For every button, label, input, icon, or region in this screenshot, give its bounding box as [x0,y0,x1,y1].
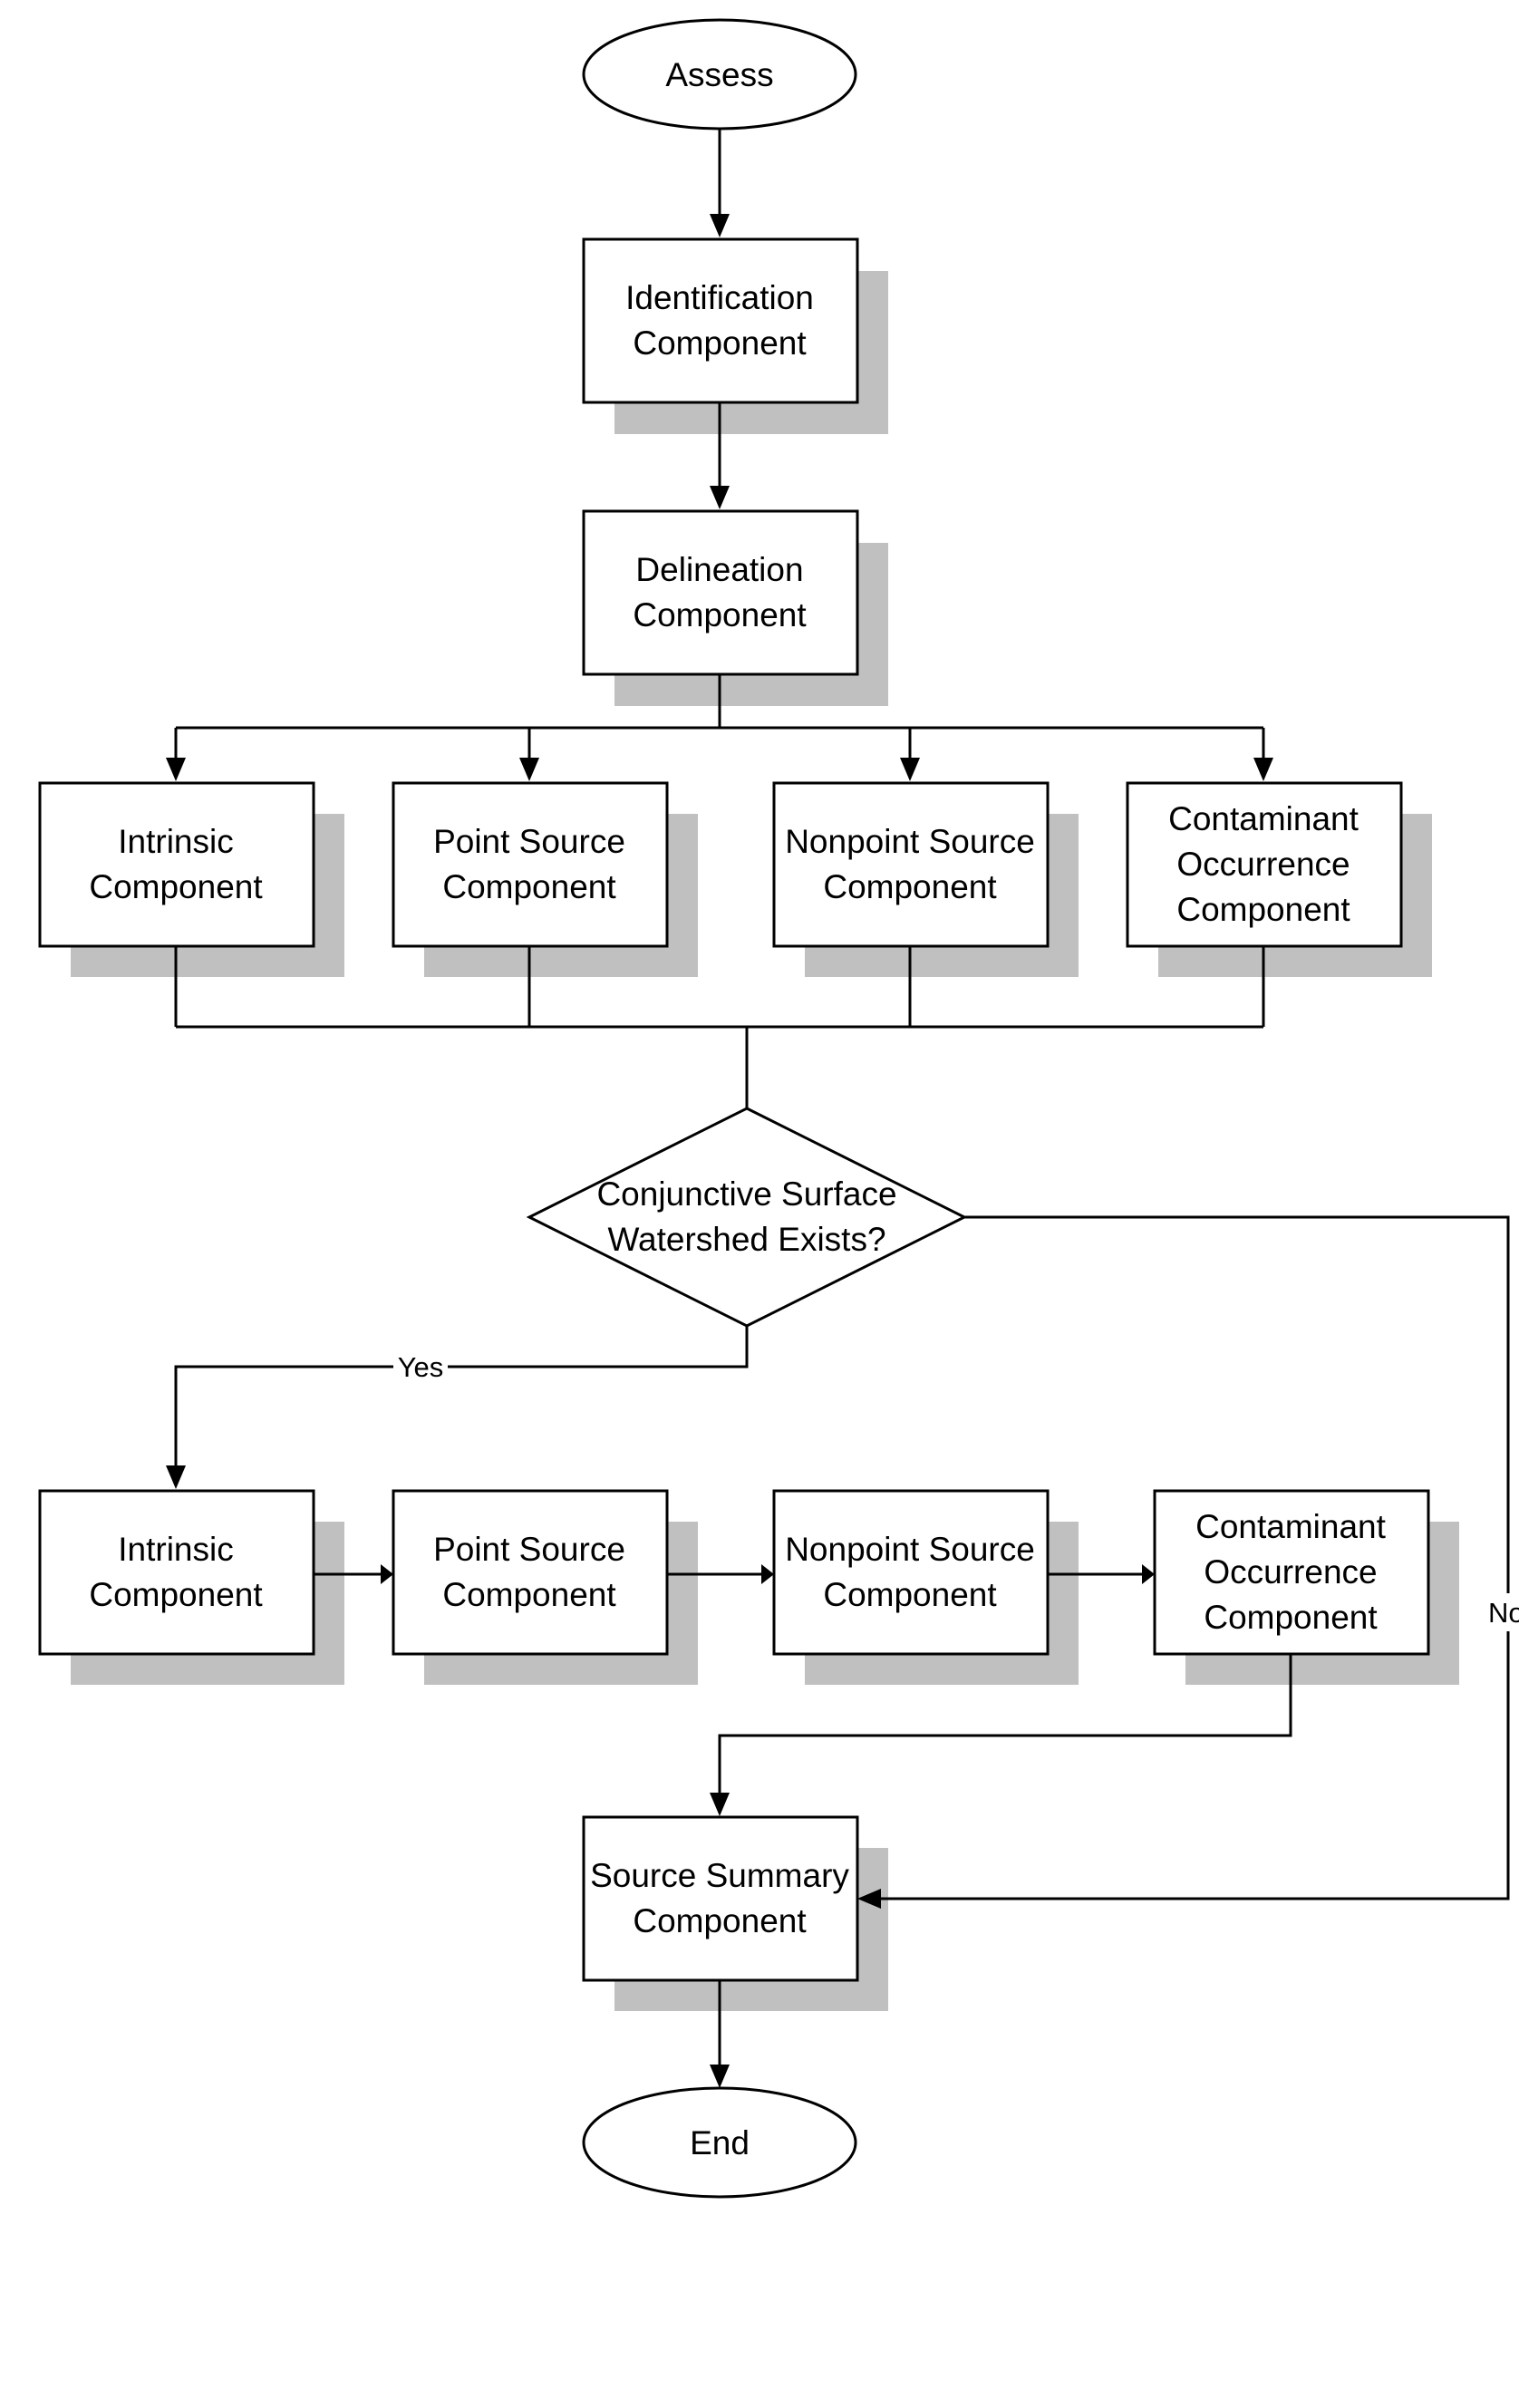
intrinsic-a-label-line2: Component [89,868,263,905]
arrowhead [519,758,539,781]
svg-text:Nonpoint Source: Nonpoint Source [785,1531,1035,1568]
intrinsic-b-label-line1: Intrinsic [118,1531,233,1568]
summary-label-line1: Source Summary [590,1857,849,1894]
intrinsic-b-label-line2: Component [89,1576,263,1613]
no-label: No [1488,1597,1519,1629]
connector-yes-branch [174,1326,749,1468]
summary-label-line2: Component [633,1902,807,1939]
arrowhead [166,1465,186,1489]
arrowhead [166,758,186,781]
arrowhead [761,1564,774,1584]
contaminant-a-label-line3: Component [1176,891,1350,928]
contaminant-b-label-line1: Contaminant [1195,1508,1387,1545]
point-source-component-box-row1: Point Source Component [392,781,669,948]
svg-text:Component: Component [89,1576,263,1613]
contaminant-b-label-line3: Component [1204,1599,1378,1636]
arrowhead [710,1793,730,1816]
source-summary-component-box: Source Summary Component [582,1815,859,1982]
svg-text:Identification: Identification [625,279,814,316]
contaminant-occurrence-component-box-row1: Contaminant Occurrence Component [1126,781,1403,948]
point-source-component-box-row2: Point Source Component [392,1489,669,1656]
svg-text:Point Source: Point Source [433,823,625,860]
point-b-label-line2: Component [442,1576,616,1613]
arrowhead [710,486,730,509]
identification-component-box: Identification Component [582,237,859,404]
svg-text:Intrinsic: Intrinsic [118,1531,233,1568]
nonpoint-b-label-line2: Component [823,1576,997,1613]
svg-text:Contaminant: Contaminant [1168,800,1359,837]
svg-text:Component: Component [442,1576,616,1613]
nonpoint-source-component-box-row2: Nonpoint Source Component [772,1489,1050,1656]
svg-text:Assess: Assess [665,56,773,93]
svg-text:Component: Component [89,868,263,905]
arrowhead [857,1889,881,1909]
arrowheads [166,214,1273,2088]
arrowhead [900,758,920,781]
svg-text:Component: Component [1204,1599,1378,1636]
connector-no-branch [879,1215,1510,1900]
arrowhead [710,2065,730,2088]
yes-label-bg [393,1350,448,1383]
delineation-label-line1: Delineation [635,551,803,588]
contaminant-b-label-line2: Occurrence [1204,1553,1377,1591]
contaminant-a-label-line2: Occurrence [1176,846,1350,883]
svg-text:Watershed Exists?: Watershed Exists? [607,1221,885,1258]
delineation-label-line2: Component [633,596,807,633]
intrinsic-component-box-row2: Intrinsic Component [38,1489,315,1656]
svg-text:Delineation: Delineation [635,551,803,588]
contaminant-occurrence-component-box-row2: Contaminant Occurrence Component [1153,1489,1430,1656]
svg-text:Contaminant: Contaminant [1195,1508,1387,1545]
contaminant-a-label-line1: Contaminant [1168,800,1359,837]
svg-text:Intrinsic: Intrinsic [118,823,233,860]
svg-text:Component: Component [823,868,997,905]
intrinsic-component-box-row1: Intrinsic Component [38,781,315,948]
arrowhead [381,1564,393,1584]
connectors [174,129,1510,2066]
svg-text:Component: Component [633,324,807,362]
svg-text:Component: Component [442,868,616,905]
svg-text:Component: Component [633,596,807,633]
decision-label-line2: Watershed Exists? [607,1221,885,1258]
yes-label: Yes [398,1351,444,1383]
svg-text:Component: Component [1176,891,1350,928]
point-a-label-line1: Point Source [433,823,625,860]
svg-text:Occurrence: Occurrence [1176,846,1350,883]
nonpoint-a-label-line1: Nonpoint Source [785,823,1035,860]
connector-contaminant-summary [718,1653,1292,1794]
svg-text:Occurrence: Occurrence [1204,1553,1377,1591]
no-label-bg [1491,1593,1519,1631]
nonpoint-b-label-line1: Nonpoint Source [785,1531,1035,1568]
point-b-label-line1: Point Source [433,1531,625,1568]
svg-text:Point Source: Point Source [433,1531,625,1568]
svg-text:End: End [690,2124,750,2161]
decision-label-line1: Conjunctive Surface [596,1175,896,1213]
identification-label-line1: Identification [625,279,814,316]
assess-label: Assess [665,56,773,93]
arrowhead [710,214,730,237]
arrowhead [1142,1564,1155,1584]
arrowhead [1253,758,1273,781]
assess-terminal: Assess [582,18,857,131]
conjunctive-surface-decision: Conjunctive Surface Watershed Exists? [526,1107,968,1328]
identification-label-line2: Component [633,324,807,362]
point-a-label-line2: Component [442,868,616,905]
svg-text:Source Summary: Source Summary [590,1857,849,1894]
nonpoint-source-component-box-row1: Nonpoint Source Component [772,781,1050,948]
svg-text:Nonpoint Source: Nonpoint Source [785,823,1035,860]
svg-text:Component: Component [823,1576,997,1613]
delineation-component-box: Delineation Component [582,509,859,676]
end-label: End [690,2124,750,2161]
nonpoint-a-label-line2: Component [823,868,997,905]
svg-text:Conjunctive Surface: Conjunctive Surface [596,1175,896,1213]
svg-text:Component: Component [633,1902,807,1939]
end-terminal: End [582,2086,857,2199]
intrinsic-a-label-line1: Intrinsic [118,823,233,860]
